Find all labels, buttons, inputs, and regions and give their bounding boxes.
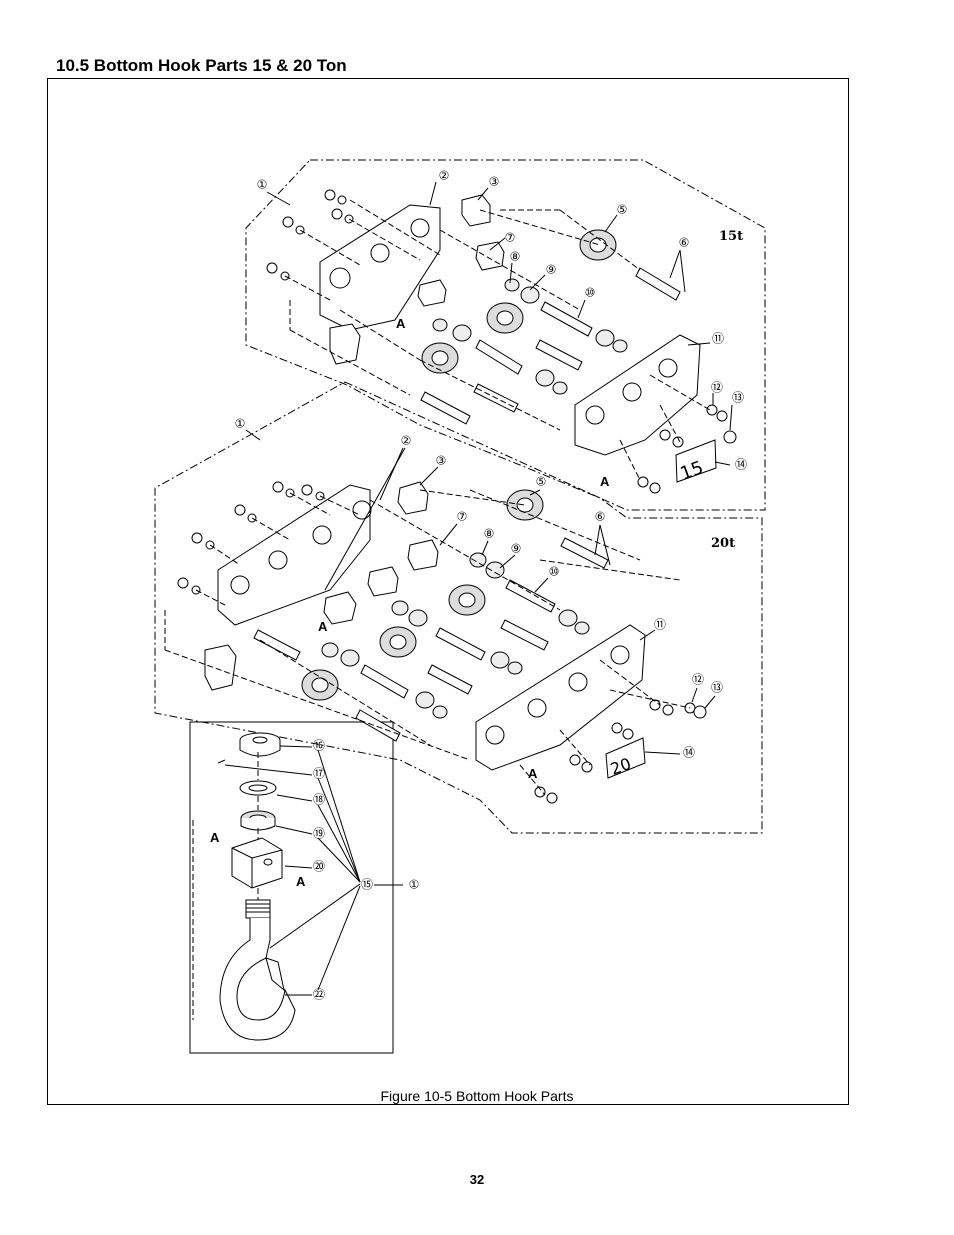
marker-a-hook-2: A: [296, 874, 306, 889]
marker-a-20t-left: A: [318, 619, 328, 634]
callout-6-15t: ⑥: [679, 236, 690, 250]
callout-6-20t: ⑥: [595, 510, 606, 524]
leader-lines: [224, 181, 733, 996]
callout-1-hook: ①: [409, 878, 420, 892]
callout-5-20t: ⑤: [536, 475, 547, 489]
callout-18: ⑱: [313, 793, 325, 807]
callout-14-15t: ⑭: [735, 458, 747, 472]
figure-caption: Figure 10-5 Bottom Hook Parts: [380, 1088, 574, 1104]
nameplate-20t: [605, 737, 646, 779]
callout-13-20t: ⑬: [711, 681, 723, 695]
callout-5-15t: ⑤: [617, 203, 628, 217]
marker-a-hook-1: A: [210, 830, 220, 845]
nameplate-15t: [675, 439, 717, 483]
sheaves-15t: [421, 229, 617, 374]
callout-11-15t: ⑪: [712, 332, 724, 346]
callout-17: ⑰: [313, 767, 325, 781]
brackets-20t: [204, 481, 439, 691]
marker-a-20t-right: A: [528, 766, 538, 781]
callout-13-15t: ⑬: [732, 391, 744, 405]
callout-8-20t: ⑧: [484, 527, 495, 541]
callout-9-20t: ⑨: [511, 542, 522, 556]
hook-assembly: [217, 732, 296, 1041]
page-number: 32: [469, 1172, 485, 1187]
callout-14-20t: ⑭: [683, 746, 695, 760]
side-plate-right-20t: [475, 624, 646, 771]
bushings-20t: [321, 552, 590, 719]
bushings-15t: [432, 278, 628, 395]
nuts-right-15t: [637, 404, 737, 494]
shafts-15t: [420, 267, 681, 425]
callout-10-20t: ⑩: [549, 565, 560, 579]
callout-19: ⑲: [313, 827, 325, 841]
variant-label-15t: 15t: [719, 229, 743, 244]
side-plate-left-15t: [319, 204, 441, 331]
callout-7-20t: ⑦: [457, 510, 468, 524]
assembly-lines-20t: [164, 489, 691, 796]
side-plate-right-15t: [574, 334, 701, 456]
callout-7-15t: ⑦: [505, 231, 516, 245]
callout-12-15t: ⑫: [711, 381, 723, 395]
callout-9-15t: ⑨: [546, 263, 557, 277]
shafts-20t: [253, 537, 609, 742]
variant-label-20t: 20t: [711, 536, 735, 551]
nuts-left-20t: [177, 481, 325, 595]
callout-3-20t: ③: [436, 454, 447, 468]
section-heading: 10.5 Bottom Hook Parts 15 & 20 Ton: [56, 56, 347, 75]
callout-15: ⑮: [361, 878, 373, 892]
callout-10-15t: ⑩: [585, 286, 596, 300]
outline-15t: [245, 159, 766, 511]
callout-22: ㉒: [313, 988, 325, 1002]
sheaves-20t: [301, 489, 544, 701]
callout-11-20t: ⑪: [654, 618, 666, 632]
assembly-lines-15t: [284, 199, 711, 481]
callout-2-20t: ②: [401, 434, 412, 448]
outline-20t: [154, 381, 763, 834]
callout-20: ⑳: [313, 860, 325, 874]
marker-a-15t-right: A: [600, 474, 610, 489]
callout-1-20t: ①: [235, 417, 246, 431]
callout-12-20t: ⑫: [692, 673, 704, 687]
callout-1-15t: ①: [257, 178, 268, 192]
marker-a-15t-left: A: [396, 316, 406, 331]
callout-2-15t: ②: [439, 169, 450, 183]
callout-16: ⑯: [313, 739, 325, 753]
nuts-left-15t: [266, 189, 354, 281]
figure-frame: [47, 78, 849, 1105]
callout-3-15t: ③: [489, 175, 500, 189]
nuts-right-20t: [534, 699, 707, 804]
callout-8-15t: ⑧: [510, 250, 521, 264]
brackets-15t: [329, 194, 505, 365]
side-plate-left-20t: [217, 484, 371, 626]
outline-hook: [189, 721, 394, 1054]
hook-dash-lines: [192, 752, 259, 1020]
